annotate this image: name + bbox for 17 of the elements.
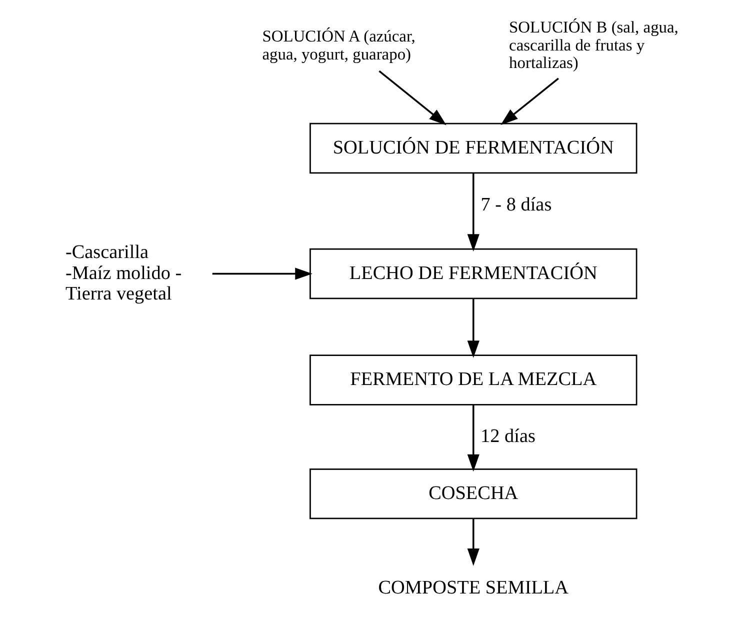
node-text: SOLUCIÓN B (sal, agua, cascarilla de frutas y hortalizas) [508, 18, 678, 72]
arrow [466, 298, 479, 358]
arrow [378, 70, 446, 126]
node-box: FERMENTO DE LA MEZCLA [309, 354, 637, 406]
node-text: COMPOSTE SEMILLA [378, 577, 568, 598]
node-text: -Cascarilla -Maíz molido - Tierra vegetal [64, 242, 182, 304]
arrow [212, 268, 312, 280]
node-box: SOLUCIÓN DE FERMENTACIÓN [309, 122, 637, 174]
edge-label: 7 - 8 días [480, 194, 552, 216]
node-box: COSECHA [309, 468, 637, 520]
arrow [466, 404, 479, 472]
edge-label: 12 días [480, 426, 535, 447]
node-box: LECHO DE FERMENTACIÓN [309, 248, 637, 300]
arrow [500, 78, 558, 125]
arrow [466, 518, 479, 566]
node-text: SOLUCIÓN A (azúcar, agua, yogurt, guarapo) [262, 26, 415, 64]
arrow [466, 173, 479, 252]
